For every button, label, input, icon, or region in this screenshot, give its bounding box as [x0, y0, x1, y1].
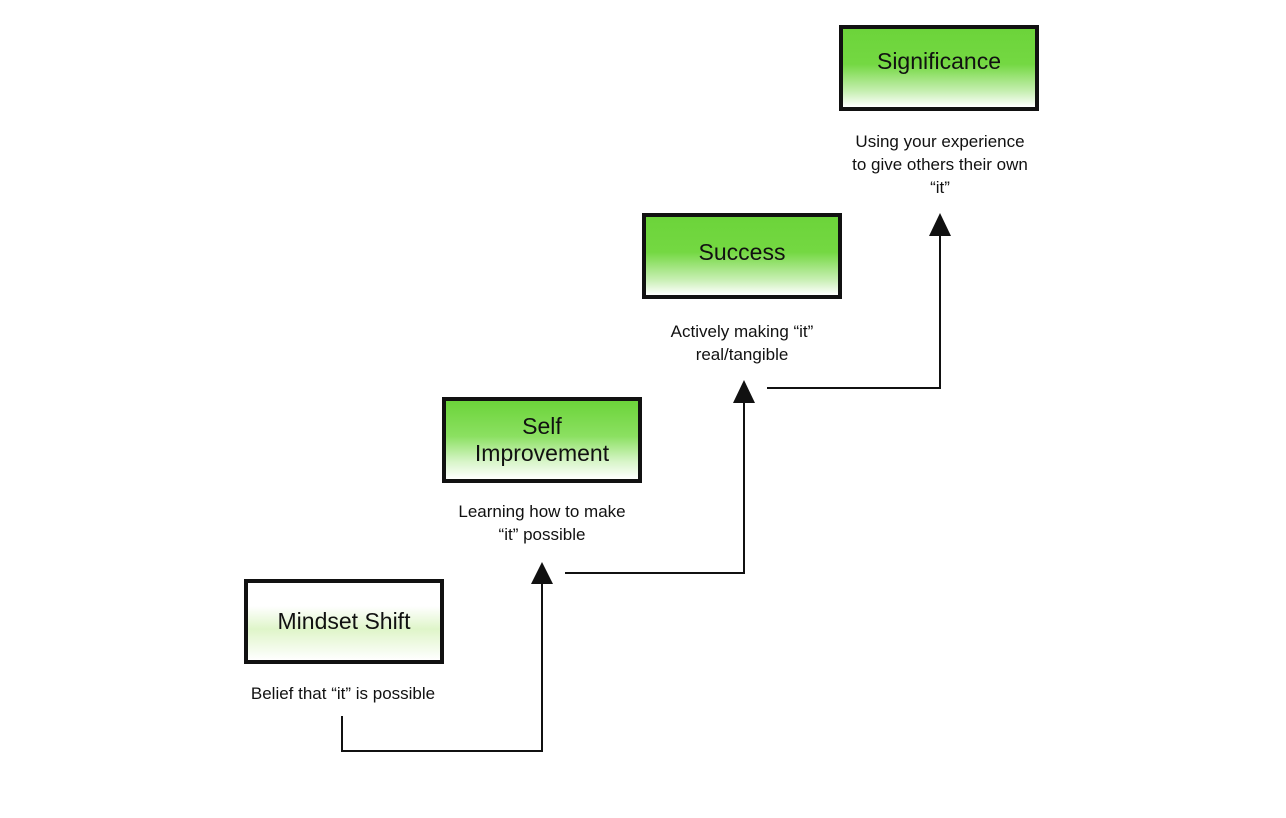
step-box-significance: Significance: [839, 25, 1039, 111]
arrowhead-significance: [929, 213, 951, 236]
step-title-self-line1: Self: [522, 413, 562, 439]
step-title-significance: Significance: [876, 47, 1002, 74]
step-description-success-line1: Actively making “it”: [670, 322, 814, 341]
step-description-self-improvement: Learning how to make “it” possible: [414, 500, 670, 546]
step-description-significance-line1: Using your experience: [855, 132, 1025, 151]
step-title-success: Success: [698, 238, 786, 265]
step-description-success-line2: real/tangible: [695, 345, 789, 364]
arrow-self-to-success: [565, 402, 745, 574]
step-description-self-line1: Learning how to make: [458, 502, 626, 521]
step-description-mindset-shift: Belief that “it” is possible: [250, 684, 436, 703]
step-title-self-line2: Improvement: [474, 440, 610, 466]
step-description-self-line2: “it” possible: [498, 525, 586, 544]
arrow-success-to-significance: [767, 234, 941, 389]
step-description-success: Actively making “it” real/tangible: [614, 320, 870, 366]
step-title-mindset-shift: Mindset Shift: [277, 608, 411, 634]
arrow-mindset-to-self: [341, 582, 543, 752]
step-description-significance: Using your experience to give others the…: [810, 130, 1070, 199]
arrowhead-self: [531, 562, 553, 584]
step-description-significance-line3: “it”: [930, 178, 950, 197]
step-box-self-improvement: Self Improvement: [442, 397, 642, 483]
arrowhead-success: [733, 380, 755, 403]
step-description-significance-line2: to give others their own: [852, 155, 1028, 174]
step-box-mindset-shift: Mindset Shift: [244, 579, 444, 664]
step-box-success: Success: [642, 213, 842, 299]
